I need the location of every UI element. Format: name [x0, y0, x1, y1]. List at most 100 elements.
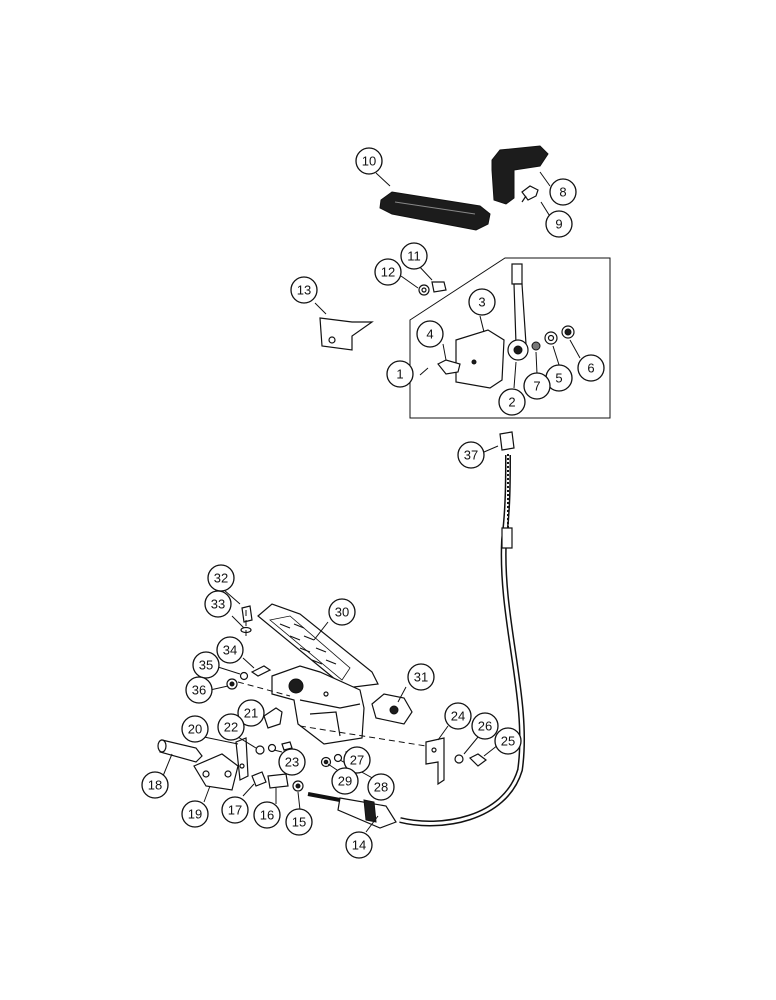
callout-circle — [577, 354, 605, 382]
nut-part-36 — [226, 678, 238, 690]
callout-label: 37 — [464, 448, 478, 463]
callout-label: 35 — [199, 658, 213, 673]
washer-part-26 — [454, 754, 464, 764]
callout-35: 35 — [192, 651, 220, 679]
pedal-mount-block — [271, 665, 365, 745]
callout-label: 2 — [508, 395, 515, 410]
callout-27: 27 — [343, 746, 371, 774]
callout-circle — [185, 676, 213, 704]
callout-label: 7 — [533, 379, 540, 394]
callout-26: 26 — [471, 712, 499, 740]
callout-label: 5 — [555, 371, 562, 386]
bolt-part-4 — [437, 359, 461, 375]
callout-label: 21 — [244, 706, 258, 721]
callout-18: 18 — [141, 771, 169, 799]
callout-circle — [216, 636, 244, 664]
callout-33: 33 — [204, 590, 232, 618]
callout-label: 32 — [214, 571, 228, 586]
callout-30: 30 — [328, 598, 356, 626]
callout-1: 1 — [386, 360, 414, 388]
callout-32: 32 — [207, 564, 235, 592]
callout-25: 25 — [494, 727, 522, 755]
handle-grip-part — [379, 191, 491, 231]
callout-label: 11 — [407, 249, 421, 264]
cable-bracket-part — [425, 737, 445, 786]
callout-8: 8 — [549, 178, 577, 206]
callout-12: 12 — [374, 258, 402, 286]
washer-part-12 — [418, 284, 430, 296]
callout-circle — [237, 699, 265, 727]
callout-circle — [217, 713, 245, 741]
callout-circle — [355, 147, 383, 175]
callout-circle — [278, 748, 306, 776]
callout-circle — [468, 288, 496, 316]
callout-34: 34 — [216, 636, 244, 664]
callout-circle — [290, 276, 318, 304]
callout-label: 27 — [350, 753, 364, 768]
callout-7: 7 — [523, 372, 551, 400]
callout-circle — [386, 360, 414, 388]
callout-circle — [141, 771, 169, 799]
washer-part-5 — [544, 331, 558, 345]
callout-21: 21 — [237, 699, 265, 727]
callout-label: 23 — [285, 755, 299, 770]
callout-label: 14 — [352, 838, 366, 853]
callout-label: 6 — [587, 361, 594, 376]
callout-circle — [407, 663, 435, 691]
callout-label: 4 — [426, 327, 433, 342]
bolt-part-11 — [431, 281, 447, 293]
callout-label: 30 — [335, 605, 349, 620]
callout-14: 14 — [345, 831, 373, 859]
callout-label: 31 — [414, 670, 428, 685]
callout-circle — [328, 598, 356, 626]
nut-part-21 — [263, 707, 283, 729]
angle-bracket-part — [319, 317, 374, 351]
callout-20: 20 — [181, 715, 209, 743]
nut-part-6 — [561, 325, 575, 339]
callout-label: 10 — [362, 154, 376, 169]
washer-part-22 — [255, 745, 265, 755]
callout-circle — [498, 388, 526, 416]
callout-circle — [494, 727, 522, 755]
callout-circle — [181, 715, 209, 743]
callout-label: 8 — [559, 185, 566, 200]
throttle-lever-part — [507, 263, 529, 361]
cable-cap-part — [499, 431, 515, 451]
callout-label: 24 — [451, 709, 465, 724]
angled-handle-part — [491, 145, 549, 205]
callout-label: 13 — [297, 283, 311, 298]
callout-circle — [181, 800, 209, 828]
pin-part-18 — [157, 739, 203, 763]
callout-circle — [444, 702, 472, 730]
washer-part-23 — [267, 743, 277, 753]
callout-circle — [523, 372, 551, 400]
callout-16: 16 — [253, 801, 281, 829]
spacer-part-16 — [267, 773, 289, 789]
callout-label: 19 — [188, 807, 202, 822]
callout-label: 22 — [224, 720, 238, 735]
callout-circle — [374, 258, 402, 286]
callout-label: 34 — [223, 643, 237, 658]
callout-circle — [549, 178, 577, 206]
callout-11: 11 — [400, 242, 428, 270]
callout-23: 23 — [278, 748, 306, 776]
callout-15: 15 — [285, 808, 313, 836]
callout-circle — [253, 801, 281, 829]
callout-3: 3 — [468, 288, 496, 316]
washer-part-7 — [531, 341, 541, 351]
callout-label: 3 — [478, 295, 485, 310]
bolt-part-25 — [468, 753, 487, 767]
callout-circle — [457, 441, 485, 469]
washer-part-35 — [239, 671, 249, 681]
throttle-cable-part — [307, 454, 526, 829]
callout-label: 36 — [192, 683, 206, 698]
callout-circle — [400, 242, 428, 270]
callout-24: 24 — [444, 702, 472, 730]
callout-10: 10 — [355, 147, 383, 175]
callout-circle — [471, 712, 499, 740]
linkage-plate-part — [193, 753, 239, 791]
callout-4: 4 — [416, 320, 444, 348]
callout-36: 36 — [185, 676, 213, 704]
kit-boundary-box — [409, 257, 611, 419]
callout-label: 18 — [148, 778, 162, 793]
